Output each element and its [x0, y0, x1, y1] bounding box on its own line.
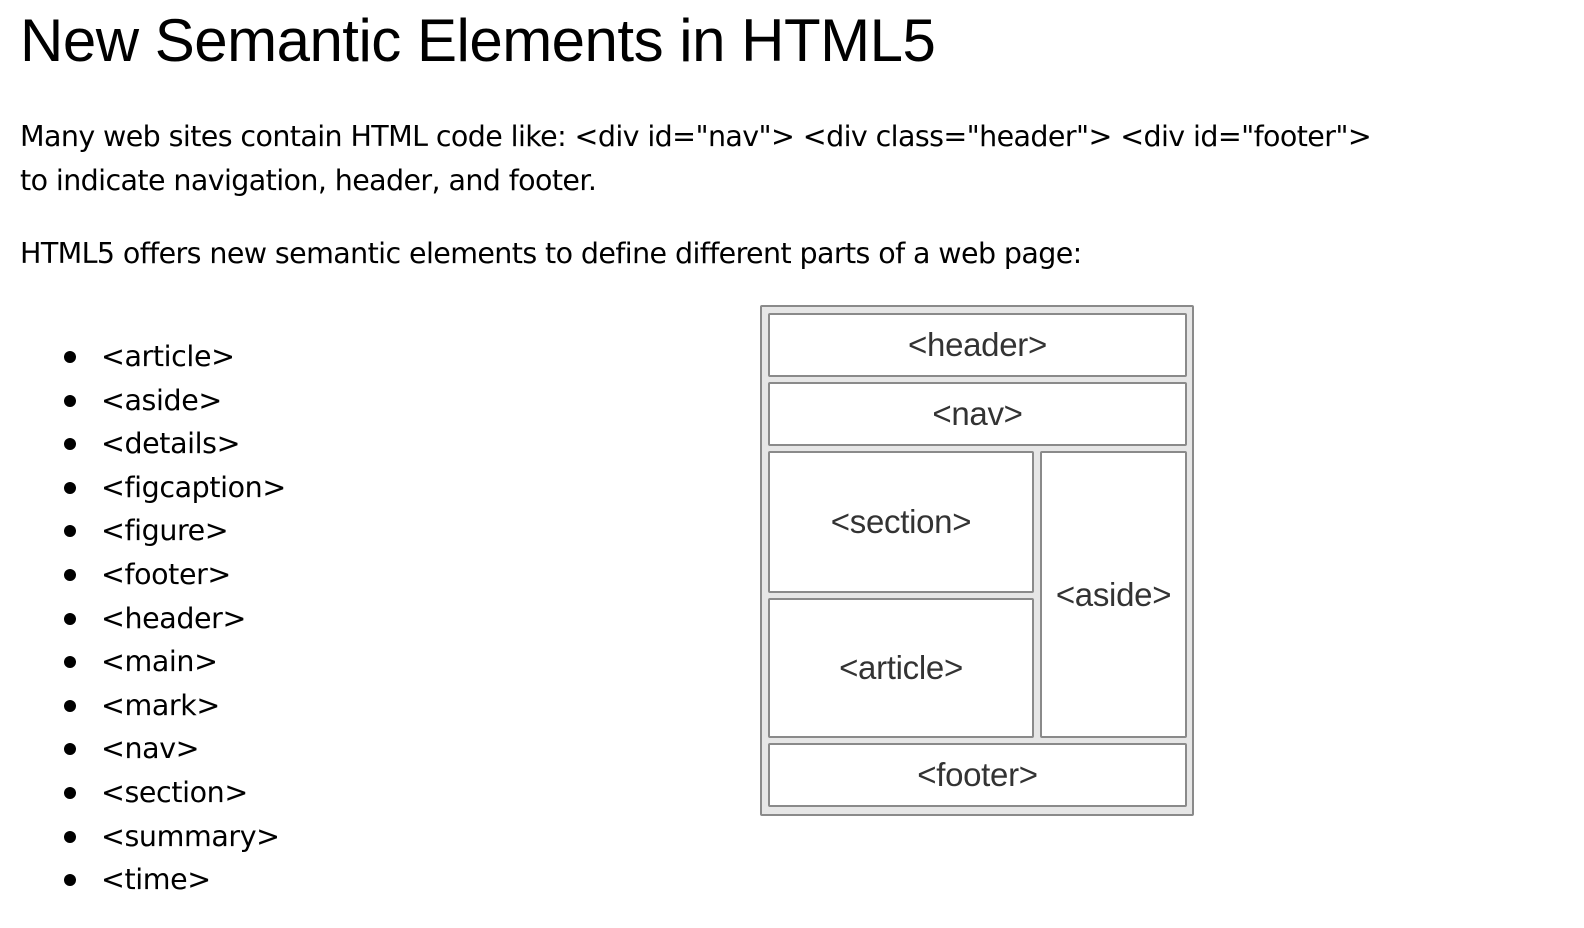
list-item: <figcaption>	[20, 466, 286, 510]
diagram-section-box: <section>	[768, 451, 1034, 593]
bullet-icon	[64, 874, 76, 887]
list-item-label: <article>	[101, 340, 235, 373]
bullet-icon	[64, 830, 76, 843]
list-item: <footer>	[20, 553, 286, 597]
page-layout-diagram: <header> <nav> <section> <article> <asid…	[760, 305, 1194, 816]
bullet-icon	[64, 438, 76, 451]
bullet-icon	[64, 525, 76, 538]
intro-paragraph-line-2: to indicate navigation, header, and foot…	[20, 164, 597, 197]
bullet-icon	[64, 481, 76, 494]
bullet-icon	[64, 786, 76, 799]
list-item-label: <main>	[101, 645, 218, 679]
diagram-aside-box: <aside>	[1040, 451, 1187, 738]
list-item-label: <time>	[101, 863, 211, 897]
list-item: <mark>	[20, 684, 286, 728]
bullet-icon	[64, 351, 76, 363]
semantic-elements-list: <article> <aside> <details> <figcaption>…	[20, 335, 286, 902]
list-item: <summary>	[20, 815, 286, 859]
list-item-label: <section>	[101, 775, 248, 809]
diagram-header-box: <header>	[768, 313, 1187, 377]
semantic-elements-intro: HTML5 offers new semantic elements to de…	[20, 237, 1082, 270]
intro-paragraph-line-1: Many web sites contain HTML code like: <…	[20, 120, 1372, 153]
list-item: <section>	[20, 771, 286, 815]
intro-paragraph: Many web sites contain HTML code like: <…	[20, 115, 1550, 203]
bullet-icon	[64, 743, 76, 756]
list-item: <main>	[20, 640, 286, 684]
bullet-icon	[64, 699, 76, 712]
diagram-nav-box: <nav>	[768, 382, 1187, 446]
page-title: New Semantic Elements in HTML5	[20, 7, 936, 74]
list-item: <nav>	[20, 727, 286, 771]
list-item-label: <footer>	[101, 557, 231, 591]
bullet-icon	[64, 568, 76, 581]
list-item-label: <figure>	[101, 514, 229, 548]
bullet-icon	[64, 394, 76, 407]
list-item-label: <details>	[101, 427, 241, 461]
list-item: <details>	[20, 422, 286, 466]
list-item: <figure>	[20, 509, 286, 553]
list-item: <aside>	[20, 379, 286, 423]
list-item-label: <nav>	[101, 732, 200, 766]
list-item: <time>	[20, 858, 286, 902]
list-item-label: <mark>	[101, 688, 220, 722]
list-item-label: <summary>	[101, 819, 280, 853]
diagram-footer-box: <footer>	[768, 743, 1187, 807]
list-item: <article>	[20, 335, 286, 379]
list-item-label: <header>	[101, 601, 246, 635]
list-item-label: <aside>	[101, 383, 222, 417]
bullet-icon	[64, 656, 76, 669]
list-item: <header>	[20, 597, 286, 641]
list-item-label: <figcaption>	[101, 470, 286, 504]
bullet-icon	[64, 612, 76, 625]
diagram-article-box: <article>	[768, 598, 1034, 738]
